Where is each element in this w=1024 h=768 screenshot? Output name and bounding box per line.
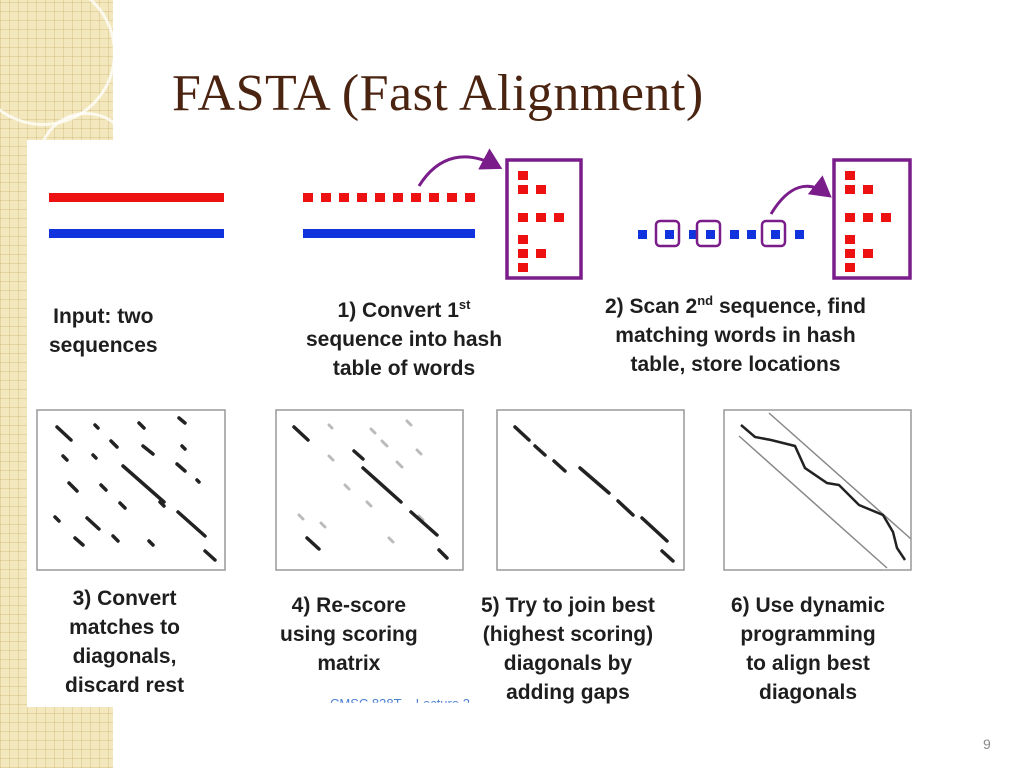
caption-line: table of words (332, 357, 476, 380)
caption-step2: 2) Scan 2nd sequence, find matching word… (605, 292, 866, 379)
caption-step6: 6) Use dynamic programming to align best… (731, 591, 885, 707)
caption-step3: 3) Convert matches to diagonals, discard… (65, 584, 184, 700)
sequence-2-line (49, 229, 224, 238)
arrow-icon (417, 148, 503, 187)
dotplot-step6 (723, 409, 912, 571)
caption-step4: 4) Re-score using scoring matrix (280, 591, 418, 678)
caption-line: (highest scoring) (482, 623, 654, 646)
step2-graphic (638, 158, 912, 280)
caption-line: adding gaps (506, 681, 630, 704)
hash-table (832, 158, 912, 280)
caption-line: sequence into hash (306, 328, 503, 351)
caption-line: 4) Re-score (291, 594, 407, 617)
caption-line: to align best (746, 652, 870, 675)
slide-title: FASTA (Fast Alignment) (172, 65, 704, 122)
hash-table (505, 158, 583, 280)
caption-step1: 1) Convert 1st sequence into hash table … (306, 296, 502, 383)
footer-text: CMSC 838T – Lecture 2 (330, 696, 470, 703)
dotplot-step3 (36, 409, 226, 571)
input-sequences (49, 193, 224, 238)
caption-line: using scoring (280, 623, 418, 646)
sequence-1-words (303, 193, 475, 202)
slide-number: 9 (983, 736, 991, 752)
caption-line: sequences (49, 334, 158, 357)
dotplot-step5 (496, 409, 685, 571)
caption-line: diagonals by (503, 652, 633, 675)
fasta-diagram-panel: Input: two sequences 1) Convert 1st sequ… (27, 140, 989, 707)
caption-line: diagonals, (72, 645, 177, 668)
matched-words (654, 219, 787, 248)
caption-line: 6) Use dynamic (731, 594, 886, 617)
caption-line: 5) Try to join best (481, 594, 655, 617)
arrow-icon (769, 175, 832, 215)
caption-line: matching words in hash (615, 324, 856, 347)
caption-line: Input: two (53, 305, 154, 328)
sequence-1-line (49, 193, 224, 202)
caption-step5: 5) Try to join best (highest scoring) di… (481, 591, 655, 707)
sequence-2-words (638, 230, 804, 239)
caption-line: table, store locations (630, 353, 841, 376)
dotplot-step4 (275, 409, 464, 571)
sequence-2-line (303, 229, 475, 238)
caption-line: 3) Convert (72, 587, 177, 610)
caption-line: matches to (69, 616, 180, 639)
fasta-diagram (36, 148, 912, 571)
caption-line: matrix (317, 652, 381, 675)
caption-line: programming (740, 623, 876, 646)
caption-line: 2) Scan 2nd sequence, find (605, 293, 866, 318)
step1-graphic (303, 148, 583, 280)
caption-line: 1) Convert 1st (337, 297, 471, 322)
caption-input: Input: two sequences (49, 302, 158, 360)
caption-line: diagonals (759, 681, 858, 704)
caption-line: discard rest (65, 674, 185, 697)
